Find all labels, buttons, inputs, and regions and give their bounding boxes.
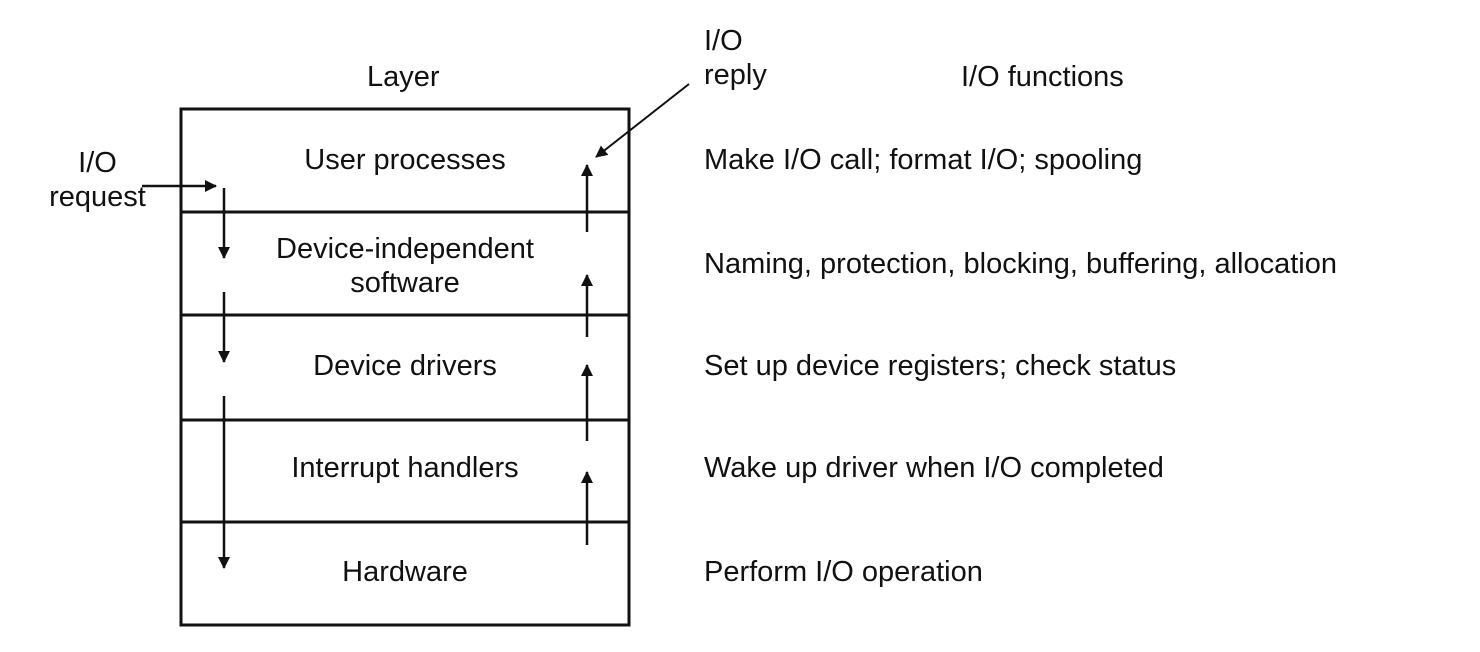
io-reply-label: I/O reply <box>704 24 767 92</box>
io-request-line1: I/O <box>78 147 117 179</box>
function-user-processes: Make I/O call; format I/O; spooling <box>704 144 1143 176</box>
layer-name: Device drivers <box>313 350 497 382</box>
layer-hardware: Hardware <box>205 555 605 589</box>
reply-pointer-arrow <box>595 83 690 158</box>
layer-name-line1: Device-independent <box>276 233 534 265</box>
layer-name: Hardware <box>342 556 468 588</box>
layer-device-independent-software: Device-independent software <box>205 232 605 300</box>
layer-name: User processes <box>304 144 506 176</box>
io-reply-line1: I/O <box>704 25 743 57</box>
layer-name: Interrupt handlers <box>291 452 519 484</box>
function-device-drivers: Set up device registers; check status <box>704 350 1177 382</box>
layer-stack-box <box>179 107 631 627</box>
layer-interrupt-handlers: Interrupt handlers <box>205 451 605 485</box>
layer-column-header: Layer <box>367 61 440 93</box>
functions-column-header: I/O functions <box>961 61 1124 93</box>
function-hardware: Perform I/O operation <box>704 556 983 588</box>
layer-device-drivers: Device drivers <box>205 349 605 383</box>
function-device-independent-software: Naming, protection, blocking, buffering,… <box>704 248 1338 280</box>
layer-user-processes: User processes <box>205 143 605 177</box>
io-request-label: I/O request <box>20 146 175 214</box>
io-request-line2: request <box>49 181 146 213</box>
function-interrupt-handlers: Wake up driver when I/O completed <box>704 452 1164 484</box>
layer-name-line2: software <box>350 267 460 299</box>
io-reply-line2: reply <box>704 59 767 91</box>
